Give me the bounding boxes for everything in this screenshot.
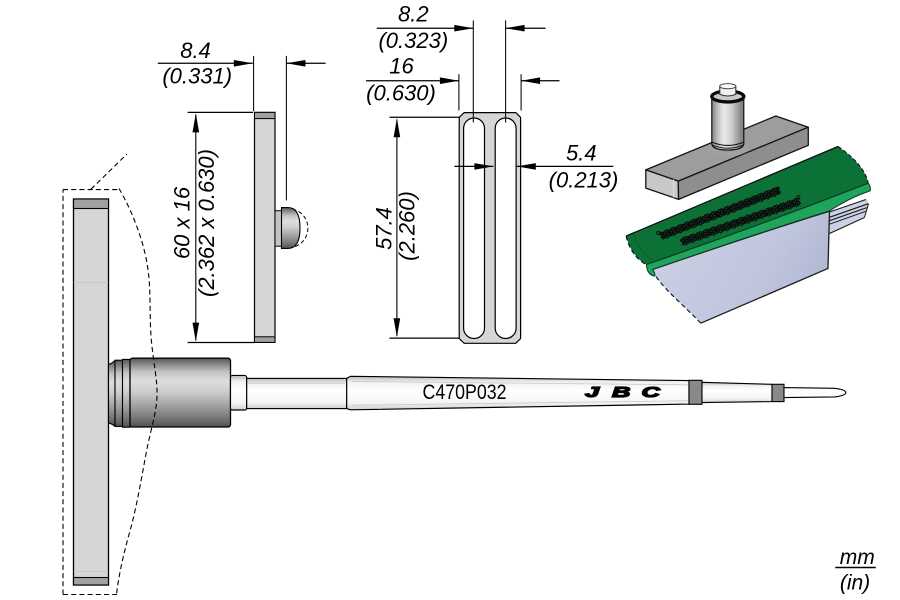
svg-text:C470P032: C470P032	[423, 380, 507, 404]
svg-text:(0.331): (0.331)	[162, 64, 232, 89]
svg-text:mm: mm	[840, 546, 875, 569]
svg-text:5.4: 5.4	[566, 141, 597, 166]
svg-text:J: J	[585, 384, 600, 400]
svg-text:57.4: 57.4	[372, 207, 397, 250]
svg-text:8.4: 8.4	[180, 38, 211, 63]
svg-text:(2.362 x 0.630): (2.362 x 0.630)	[194, 149, 219, 297]
svg-text:16: 16	[389, 53, 414, 78]
svg-text:(0.213): (0.213)	[549, 168, 619, 193]
svg-text:(0.630): (0.630)	[366, 81, 436, 106]
svg-text:(in): (in)	[840, 572, 870, 595]
svg-text:8.2: 8.2	[398, 1, 429, 26]
svg-text:(0.323): (0.323)	[378, 28, 448, 53]
svg-text:B: B	[612, 384, 630, 400]
svg-text:(2.260): (2.260)	[395, 191, 420, 261]
svg-text:C: C	[642, 384, 662, 400]
svg-text:60 x 16: 60 x 16	[170, 186, 195, 259]
